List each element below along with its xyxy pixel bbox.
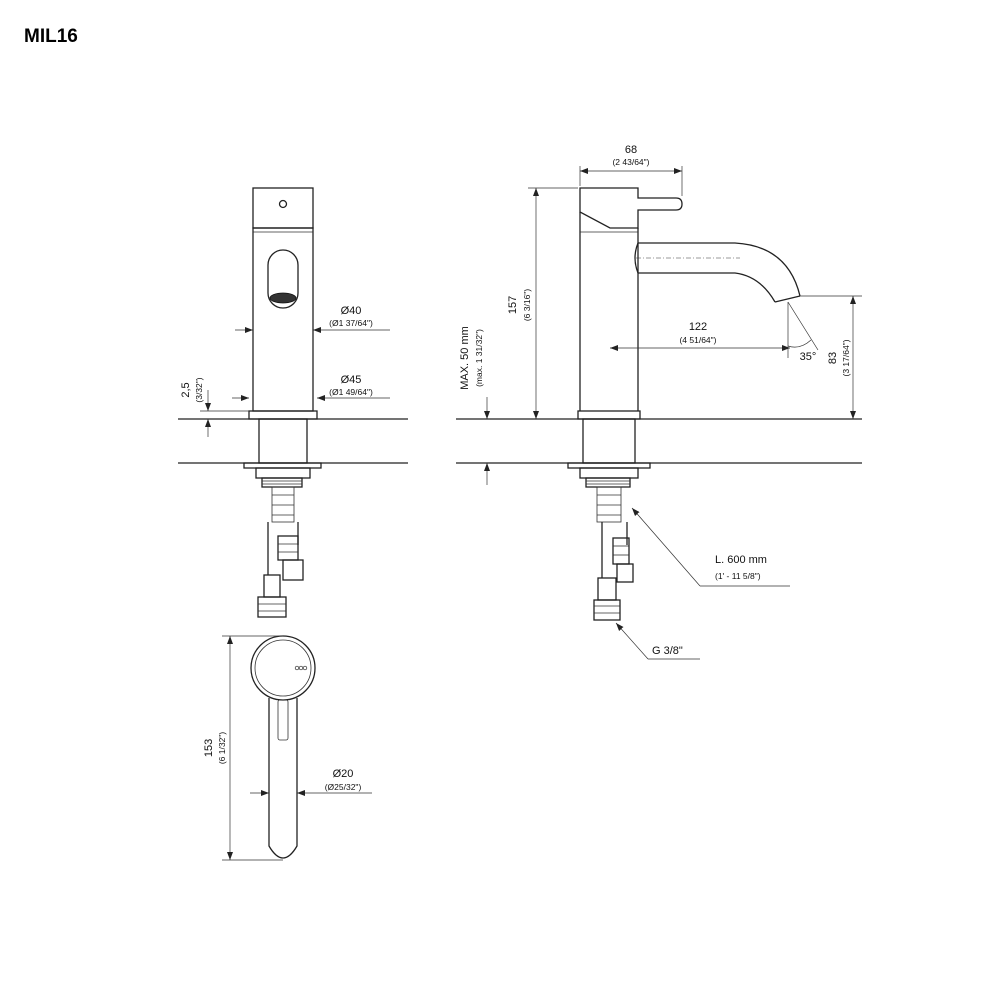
dim-lever-width: 68 bbox=[625, 144, 637, 156]
dim-body-diameter-in: (Ø1 37/64") bbox=[329, 318, 373, 328]
dim-hose-length-in: (1' - 11 5/8") bbox=[715, 571, 761, 581]
dim-lever-width-in: (2 43/64") bbox=[612, 157, 649, 167]
dim-base-diameter-in: (Ø1 49/64") bbox=[329, 387, 373, 397]
top-lever-handle bbox=[268, 698, 298, 859]
dim-base-height-in: (3/32") bbox=[194, 377, 204, 402]
dim-spout-height: 83 bbox=[827, 352, 839, 364]
aerator-window bbox=[267, 249, 299, 309]
dim-base-height: 2,5 bbox=[180, 382, 192, 397]
dim-lever-diameter-in: (Ø25/32") bbox=[325, 782, 362, 792]
top-view: 153 (6 1/32") Ø20 (Ø25/32") bbox=[203, 635, 372, 861]
dim-height-in: (6 3/16") bbox=[522, 289, 532, 321]
dim-reach-in: (4 51/64") bbox=[679, 335, 716, 345]
dim-max-thickness: MAX. 50 mm bbox=[459, 326, 471, 390]
dim-top-length-in: (6 1/32") bbox=[217, 732, 227, 764]
dim-hose-length: L. 600 mm bbox=[715, 554, 767, 566]
dim-top-length: 153 bbox=[203, 739, 215, 757]
countertop bbox=[178, 418, 862, 464]
front-hose-nut-2 bbox=[257, 596, 287, 618]
front-hose-nut-1 bbox=[277, 535, 299, 561]
dim-lever-diameter: Ø20 bbox=[333, 768, 354, 780]
side-spout-bottom bbox=[638, 272, 776, 303]
side-lever bbox=[579, 187, 683, 229]
dim-max-thickness-in: (max. 1 31/32") bbox=[474, 329, 484, 387]
dim-spout-height-in: (3 17/64") bbox=[841, 339, 851, 376]
side-hose-nut bbox=[593, 599, 621, 621]
dim-angle: 35° bbox=[800, 351, 817, 363]
dim-height: 157 bbox=[507, 296, 519, 314]
aerator-icon bbox=[269, 292, 297, 304]
front-body bbox=[252, 227, 314, 412]
dim-base-diameter: Ø45 bbox=[341, 374, 362, 386]
front-view: Ø40 (Ø1 37/64") Ø45 (Ø1 49/64") 2,5 (3/3… bbox=[180, 187, 390, 618]
dim-reach: 122 bbox=[689, 321, 707, 333]
side-spout-top bbox=[638, 242, 801, 297]
top-body-circle bbox=[250, 635, 316, 701]
front-base bbox=[248, 410, 318, 420]
model-title: MIL16 bbox=[24, 26, 78, 47]
dim-connection: G 3/8" bbox=[652, 645, 683, 657]
dim-body-diameter: Ø40 bbox=[341, 305, 362, 317]
side-view: 68 (2 43/64") 157 (6 3/16") MAX. 50 mm (… bbox=[459, 144, 862, 660]
